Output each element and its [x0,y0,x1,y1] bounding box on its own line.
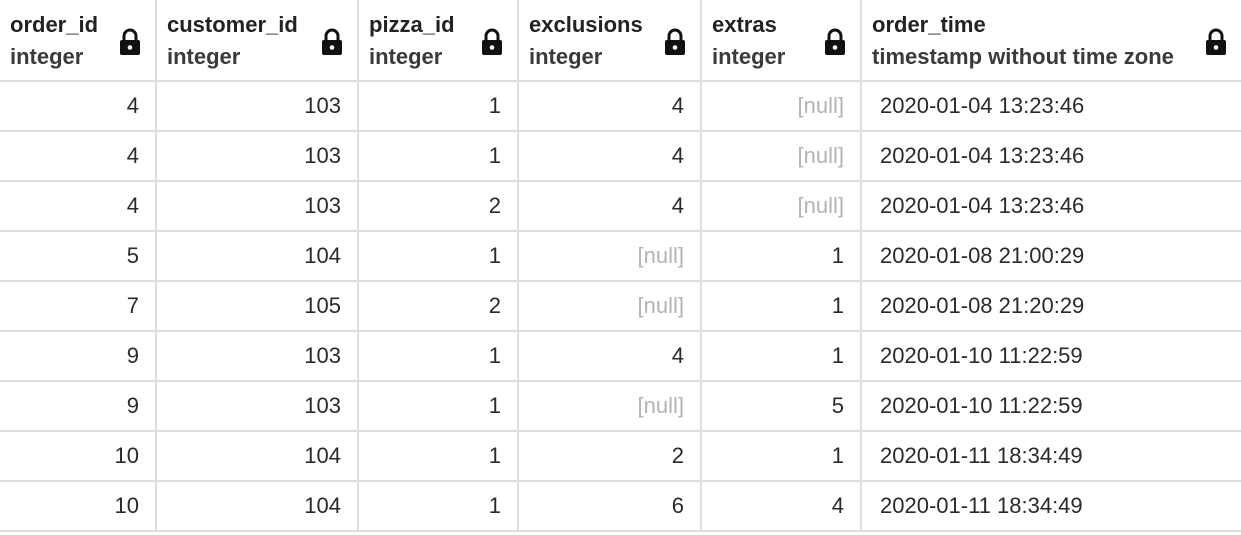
cell-order-time[interactable]: 2020-01-04 13:23:46 [861,81,1241,132]
cell-customer-id[interactable]: 105 [156,281,359,332]
column-name: exclusions [529,12,643,37]
cell-order-id[interactable]: 7 [0,281,157,332]
cell-exclusions[interactable]: 4 [518,81,702,132]
lock-icon [1206,28,1226,55]
cell-exclusions[interactable]: [null] [518,231,702,282]
cell-customer-id[interactable]: 103 [156,181,359,232]
cell-extras[interactable]: 1 [701,331,862,382]
column-type: integer [10,44,84,69]
lock-icon [825,28,845,55]
cell-exclusions[interactable]: 2 [518,431,702,482]
column-type: integer [529,44,603,69]
cell-customer-id[interactable]: 103 [156,81,359,132]
table-row: 9 103 1 4 1 2020-01-10 11:22:59 [0,331,1241,382]
column-type: integer [167,44,241,69]
cell-exclusions[interactable]: 4 [518,181,702,232]
grid-body: 4 103 1 4 [null] 2020-01-04 13:23:46 4 1… [0,81,1241,532]
cell-extras[interactable]: 1 [701,281,862,332]
lock-icon [482,28,502,55]
column-name: order_time [872,12,986,37]
table-row: 5 104 1 [null] 1 2020-01-08 21:00:29 [0,231,1241,282]
cell-exclusions[interactable]: 6 [518,481,702,532]
cell-customer-id[interactable]: 103 [156,131,359,182]
column-header-order-id[interactable]: order_id integer [0,0,157,82]
cell-customer-id[interactable]: 103 [156,331,359,382]
column-type: integer [712,44,786,69]
cell-exclusions[interactable]: 4 [518,131,702,182]
cell-customer-id[interactable]: 104 [156,431,359,482]
cell-order-id[interactable]: 10 [0,481,157,532]
cell-pizza-id[interactable]: 1 [358,381,519,432]
table-row: 4 103 1 4 [null] 2020-01-04 13:23:46 [0,81,1241,132]
lock-icon [120,28,140,55]
cell-order-time[interactable]: 2020-01-10 11:22:59 [861,331,1241,382]
header-row: order_id integer customer_id integer piz… [0,0,1241,82]
cell-order-time[interactable]: 2020-01-08 21:00:29 [861,231,1241,282]
cell-pizza-id[interactable]: 2 [358,281,519,332]
column-name: customer_id [167,12,298,37]
cell-order-id[interactable]: 9 [0,381,157,432]
cell-pizza-id[interactable]: 1 [358,331,519,382]
cell-order-time[interactable]: 2020-01-11 18:34:49 [861,481,1241,532]
cell-extras[interactable]: 1 [701,231,862,282]
cell-pizza-id[interactable]: 1 [358,131,519,182]
cell-pizza-id[interactable]: 2 [358,181,519,232]
lock-icon [665,28,685,55]
column-header-pizza-id[interactable]: pizza_id integer [358,0,519,82]
cell-customer-id[interactable]: 103 [156,381,359,432]
table-row: 7 105 2 [null] 1 2020-01-08 21:20:29 [0,281,1241,332]
cell-order-time[interactable]: 2020-01-11 18:34:49 [861,431,1241,482]
grid-header: order_id integer customer_id integer piz… [0,0,1241,82]
cell-extras[interactable]: [null] [701,181,862,232]
cell-order-id[interactable]: 10 [0,431,157,482]
cell-order-id[interactable]: 4 [0,131,157,182]
lock-icon [322,28,342,55]
cell-extras[interactable]: 5 [701,381,862,432]
cell-pizza-id[interactable]: 1 [358,231,519,282]
column-name: order_id [10,12,99,37]
table-row: 9 103 1 [null] 5 2020-01-10 11:22:59 [0,381,1241,432]
cell-pizza-id[interactable]: 1 [358,431,519,482]
column-name: pizza_id [369,12,455,37]
column-header-order-time[interactable]: order_time timestamp without time zone [861,0,1241,82]
table-row: 4 103 2 4 [null] 2020-01-04 13:23:46 [0,181,1241,232]
cell-order-time[interactable]: 2020-01-04 13:23:46 [861,181,1241,232]
cell-order-id[interactable]: 5 [0,231,157,282]
cell-order-time[interactable]: 2020-01-04 13:23:46 [861,131,1241,182]
column-name: extras [712,12,777,37]
cell-exclusions[interactable]: [null] [518,381,702,432]
cell-order-id[interactable]: 4 [0,81,157,132]
column-type: integer [369,44,443,69]
cell-extras[interactable]: 4 [701,481,862,532]
table-row: 10 104 1 2 1 2020-01-11 18:34:49 [0,431,1241,482]
cell-order-id[interactable]: 9 [0,331,157,382]
column-header-customer-id[interactable]: customer_id integer [156,0,359,82]
cell-order-id[interactable]: 4 [0,181,157,232]
table-row: 4 103 1 4 [null] 2020-01-04 13:23:46 [0,131,1241,182]
cell-customer-id[interactable]: 104 [156,231,359,282]
cell-pizza-id[interactable]: 1 [358,481,519,532]
cell-customer-id[interactable]: 104 [156,481,359,532]
column-header-extras[interactable]: extras integer [701,0,862,82]
cell-pizza-id[interactable]: 1 [358,81,519,132]
table-row: 10 104 1 6 4 2020-01-11 18:34:49 [0,481,1241,532]
column-header-exclusions[interactable]: exclusions integer [518,0,702,82]
cell-extras[interactable]: 1 [701,431,862,482]
cell-extras[interactable]: [null] [701,131,862,182]
cell-extras[interactable]: [null] [701,81,862,132]
cell-exclusions[interactable]: [null] [518,281,702,332]
column-type: timestamp without time zone [872,44,1174,69]
cell-order-time[interactable]: 2020-01-10 11:22:59 [861,381,1241,432]
cell-exclusions[interactable]: 4 [518,331,702,382]
cell-order-time[interactable]: 2020-01-08 21:20:29 [861,281,1241,332]
